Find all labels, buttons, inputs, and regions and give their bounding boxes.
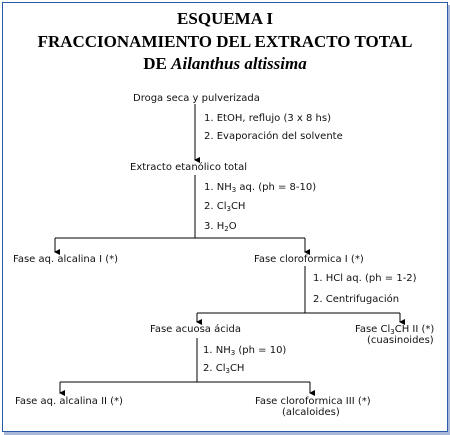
- step-4-1-post: (ph = 10): [235, 345, 287, 356]
- subscript-3: 3: [230, 349, 236, 357]
- step-4-1: 1. NH3 (ph = 10): [203, 345, 286, 357]
- node-cloroformica-3: Fase cloroformica III (*): [255, 396, 371, 407]
- step-4-2: 2. Cl3CH: [203, 363, 244, 375]
- subscript-3: 3: [225, 367, 230, 375]
- cl3ch2-rest: CH II (*): [394, 324, 435, 335]
- cl3ch2-prefix: Fase Cl: [355, 324, 391, 335]
- node-alcalina-2: Fase aq. alcalina II (*): [15, 396, 123, 407]
- step-1-2: 2. Evaporación del solvente: [204, 131, 343, 142]
- step-4-1-pre: 1. NH: [203, 345, 231, 356]
- scheme-title: ESQUEMA I: [177, 9, 273, 28]
- step-2-3-pre: 3. H: [204, 221, 225, 232]
- node-cloroformica-1: Fase cloroformica I (*): [254, 254, 364, 265]
- node-droga: Droga seca y pulverizada: [133, 93, 260, 104]
- scheme-frame: [2, 2, 448, 432]
- step-2-3-post: O: [228, 221, 237, 232]
- node-cl3ch-2: Fase Cl3CH II (*): [355, 324, 434, 336]
- subscript-3: 3: [390, 328, 395, 336]
- step-4-2-pre: 2. Cl: [203, 363, 226, 374]
- node-alcaloides: (alcaloides): [282, 407, 340, 418]
- subscript-3: 3: [231, 186, 237, 194]
- step-2-2-pre: 2. Cl: [204, 201, 227, 212]
- step-4-2-post: CH: [229, 363, 245, 374]
- subscript-3: 3: [226, 205, 231, 213]
- subscript-2: 2: [224, 225, 229, 233]
- species-prefix: DE: [143, 54, 172, 73]
- step-2-3: 3. H2O: [204, 221, 237, 233]
- step-2-1: 1. NH3 aq. (ph = 8-10): [204, 182, 316, 194]
- step-2-1-pre: 1. NH: [204, 182, 232, 193]
- step-3-1: 1. HCl aq. (ph = 1-2): [313, 273, 417, 284]
- node-acuosa-acida: Fase acuosa ácida: [150, 324, 241, 335]
- step-1-1: 1. EtOH, reflujo (3 x 8 hs): [204, 113, 331, 124]
- node-alcalina-1: Fase aq. alcalina I (*): [13, 254, 118, 265]
- step-2-2-post: CH: [230, 201, 246, 212]
- node-cuasinoides: (cuasinoides): [367, 335, 434, 346]
- species-name: Ailanthus altissima: [171, 54, 307, 73]
- step-2-2: 2. Cl3CH: [204, 201, 245, 213]
- step-2-1-post: aq. (ph = 8-10): [236, 182, 317, 193]
- scheme-species-line: DE Ailanthus altissima: [0, 54, 450, 74]
- step-3-2: 2. Centrifugación: [313, 294, 400, 305]
- scheme-subtitle: FRACCIONAMIENTO DEL EXTRACTO TOTAL: [37, 32, 413, 51]
- node-extracto: Extracto etanólico total: [130, 162, 247, 173]
